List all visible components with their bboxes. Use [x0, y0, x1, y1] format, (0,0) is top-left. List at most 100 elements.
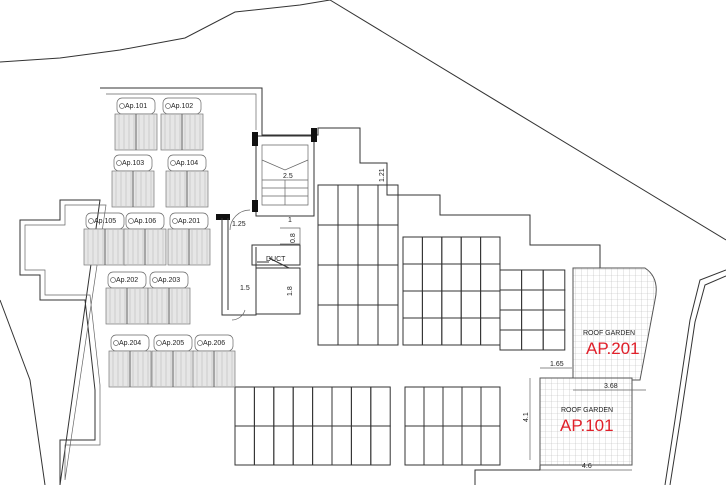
site-boundary [0, 0, 331, 63]
solar-panel [331, 425, 352, 466]
solar-panel [377, 304, 399, 346]
solar-panel [234, 425, 255, 466]
solar-panel [499, 269, 523, 291]
solar-panel [404, 386, 425, 427]
solar-panel [312, 425, 333, 466]
solar-panel [480, 290, 501, 319]
solar-panel [337, 264, 359, 306]
solar-panel [317, 304, 339, 346]
solar-panel [441, 317, 462, 346]
solar-panel [350, 425, 372, 466]
solar-panel [460, 263, 482, 292]
solar-panel [317, 184, 339, 226]
ac-unit: Ap.106 [123, 212, 167, 266]
ac-unit-label: Ap.104 [176, 160, 198, 167]
solar-panel [292, 425, 314, 466]
ac-unit-label: Ap.205 [162, 340, 184, 347]
dim-stair-width: 2.5 [283, 173, 293, 180]
dim-1-65: 1.65 [550, 361, 564, 368]
ac-unit: Ap.101 [114, 97, 158, 151]
ac-unit-label: Ap.206 [203, 340, 225, 347]
solar-panel [404, 425, 425, 466]
solar-panel [480, 263, 501, 292]
dim-3-68: 3.68 [604, 383, 618, 390]
solar-panel [441, 263, 462, 292]
solar-panel [317, 224, 339, 266]
solar-panel [421, 263, 443, 292]
solar-panel [461, 386, 482, 427]
solar-panel [521, 269, 544, 291]
solar-panel [542, 289, 566, 311]
roof-garden-name: AP.101 [560, 416, 614, 435]
solar-panel [423, 386, 444, 427]
ac-unit: Ap.203 [147, 271, 191, 325]
solar-panel [421, 290, 443, 319]
ac-unit: Ap.202 [105, 271, 149, 325]
solar-panel [521, 309, 544, 331]
solar-panel [273, 386, 294, 427]
dim-4-6: 4.6 [582, 463, 592, 470]
dim-1: 1 [288, 217, 292, 224]
solar-panel [499, 289, 523, 311]
solar-panel [377, 264, 399, 306]
ac-unit: Ap.102 [160, 97, 204, 151]
ac-unit-label: Ap.102 [171, 103, 193, 110]
site-boundary-right [329, 0, 726, 241]
ac-unit-label: Ap.204 [119, 340, 141, 347]
solar-panel [253, 425, 275, 466]
solar-panel [460, 236, 482, 265]
roof-garden-caption: ROOF GARDEN [561, 407, 613, 414]
solar-panel [423, 425, 444, 466]
solar-panel [402, 290, 423, 319]
ac-unit-label: Ap.106 [134, 218, 156, 225]
solar-panel [461, 425, 482, 466]
roof-garden-ap101-area [539, 377, 633, 466]
solar-panel [499, 329, 523, 351]
solar-panel [337, 304, 359, 346]
ac-unit: Ap.205 [151, 334, 195, 388]
solar-panel [542, 309, 566, 331]
solar-panel [273, 425, 294, 466]
ac-unit: Ap.206 [192, 334, 236, 388]
solar-panel [521, 329, 544, 351]
dim-1-5: 1.5 [240, 285, 250, 292]
ac-unit-label: Ap.105 [94, 218, 116, 225]
ac-unit-label: Ap.201 [178, 218, 200, 225]
dim-1-21: 1.21 [379, 168, 386, 182]
solar-panel [357, 224, 379, 266]
solar-panel [370, 425, 391, 466]
ac-unit: Ap.105 [83, 212, 127, 266]
ac-unit: Ap.104 [165, 154, 209, 208]
solar-panel [421, 317, 443, 346]
solar-panel [337, 224, 359, 266]
solar-panel [460, 290, 482, 319]
roof-garden-name: AP.201 [586, 339, 640, 358]
solar-panel [234, 386, 255, 427]
solar-panel [542, 269, 566, 291]
solar-panel [357, 264, 379, 306]
solar-panel [292, 386, 314, 427]
solar-panel [350, 386, 372, 427]
solar-panel [317, 264, 339, 306]
solar-panel [312, 386, 333, 427]
solar-panel [460, 317, 482, 346]
ac-unit-label: Ap.103 [122, 160, 144, 167]
ac-unit: Ap.103 [111, 154, 155, 208]
solar-panel [480, 317, 501, 346]
solar-panel [402, 263, 423, 292]
solar-panel [253, 386, 275, 427]
solar-panel [337, 184, 359, 226]
solar-panel [521, 289, 544, 311]
site-boundary-left [0, 299, 46, 485]
solar-panel [402, 317, 423, 346]
dim-4-1: 4.1 [523, 412, 530, 422]
ac-unit-label: Ap.203 [158, 277, 180, 284]
site-boundary-br [664, 269, 726, 485]
ac-unit: Ap.204 [108, 334, 152, 388]
ac-unit-label: Ap.101 [125, 103, 147, 110]
solar-panel [442, 386, 463, 427]
solar-panel [377, 224, 399, 266]
solar-panel [357, 184, 379, 226]
solar-panel [480, 425, 501, 466]
